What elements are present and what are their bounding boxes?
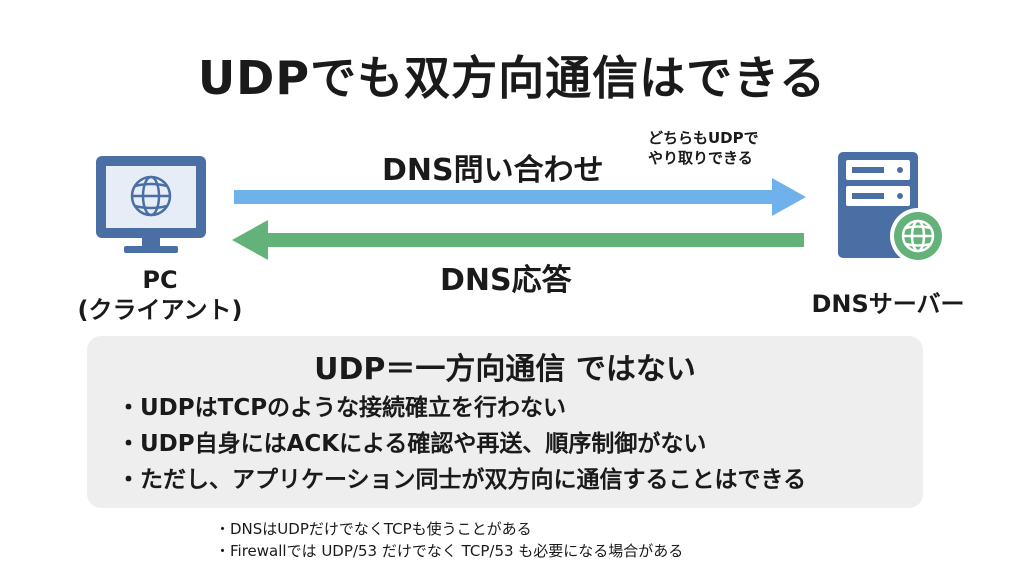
footnote-item: ・Firewallでは UDP/53 だけでなく TCP/53 も必要になる場合… xyxy=(215,542,684,560)
list-item: ・UDPはTCPのような接続確立を行わない xyxy=(117,395,567,421)
globe-icon xyxy=(130,175,172,217)
pc-label-line1: PC xyxy=(142,266,178,294)
request-label: DNS問い合わせ xyxy=(382,153,604,188)
summary-box: UDP＝一方向通信 ではない ・UDPはTCPのような接続確立を行わない ・UD… xyxy=(87,336,923,508)
dns-flow-diagram xyxy=(96,152,946,264)
request-arrow xyxy=(234,178,806,216)
udp-note-line1: どちらもUDPで xyxy=(648,129,759,147)
globe-icon xyxy=(901,219,935,253)
list-item: ・UDP自身にはACKによる確認や再送、順序制御がない xyxy=(117,431,707,457)
page-title: UDPでも双方向通信はできる xyxy=(197,51,827,105)
summary-list: ・UDPはTCPのような接続確立を行わない ・UDP自身にはACKによる確認や再… xyxy=(117,390,806,498)
response-arrow xyxy=(232,220,804,260)
footnote-item: ・DNSはUDPだけでなくTCPも使うことがある xyxy=(215,520,532,538)
summary-heading: UDP＝一方向通信 ではない xyxy=(314,352,696,387)
server-label: DNSサーバー xyxy=(811,290,965,318)
footnotes: ・DNSはUDPだけでなくTCPも使うことがある ・Firewallでは UDP… xyxy=(215,518,683,562)
udp-note: どちらもUDPで やり取りできる xyxy=(648,128,759,168)
response-label: DNS応答 xyxy=(440,263,572,298)
pc-label-line2: (クライアント) xyxy=(77,296,243,324)
udp-note-line2: やり取りできる xyxy=(648,149,753,167)
list-item: ・ただし、アプリケーション同士が双方向に通信することはできる xyxy=(117,467,807,493)
dns-server-icon xyxy=(838,152,946,264)
pc-monitor-icon xyxy=(96,156,206,253)
pc-label: PC (クライアント) xyxy=(60,265,260,325)
